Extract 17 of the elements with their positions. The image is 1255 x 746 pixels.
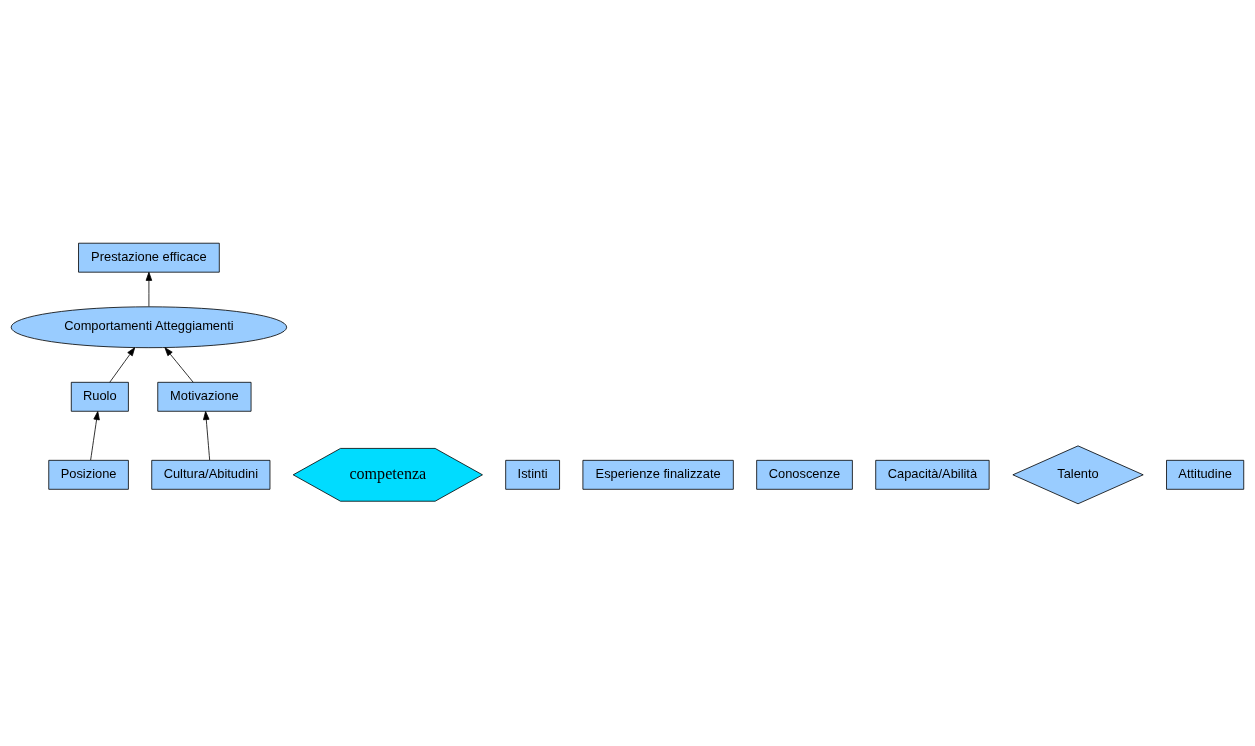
node-box: Attitudine [1166,459,1245,490]
arrow [90,410,100,460]
node-box: Conoscenze [756,459,853,490]
node-diamond: Talento [1012,444,1144,504]
arrow [203,410,211,460]
node-box: Capacità/Abilità [875,459,990,490]
arrow [145,271,153,307]
node-box: Istinti [505,459,560,490]
node-box: Prestazione efficace [78,242,220,273]
arrow [164,346,194,383]
node-ellipse: Comportamenti Atteggiamenti [10,305,288,348]
node-box: Posizione [48,459,129,490]
node-box: Ruolo [70,381,129,412]
arrow [109,346,136,383]
node-box: Esperienze finalizzate [582,459,734,490]
node-box: Motivazione [157,381,252,412]
node-box: Cultura/Abitudini [151,459,271,490]
